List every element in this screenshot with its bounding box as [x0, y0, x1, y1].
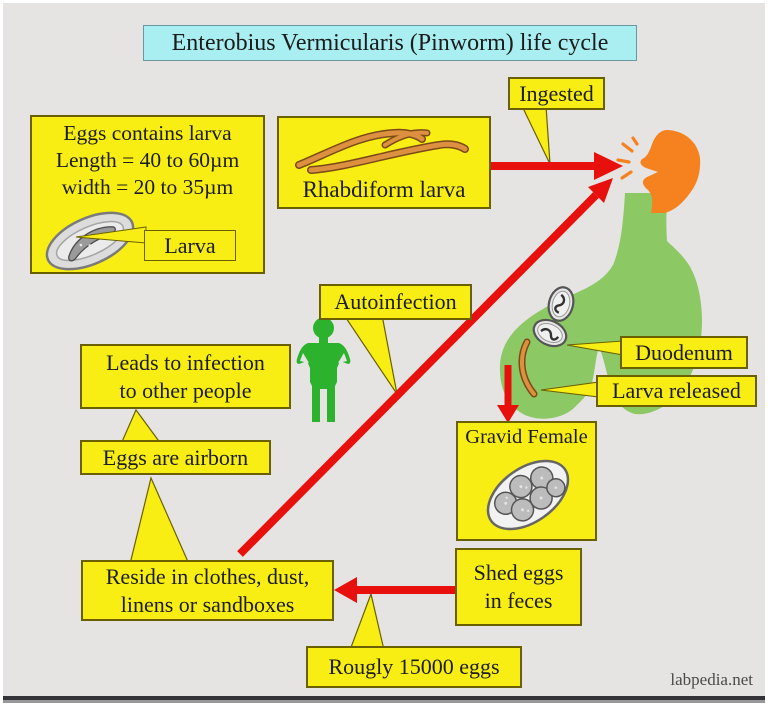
autoinfection-label: Autoinfection [319, 284, 472, 320]
diagram-title: Enterobius Vermicularis (Pinworm) life c… [143, 25, 637, 61]
leads-infection-box: Leads to infection to other people [80, 344, 291, 409]
diagram-title-text: Enterobius Vermicularis (Pinworm) life c… [171, 29, 609, 56]
callout-tail-ingested [521, 105, 551, 165]
arrow-shed-to-reside [334, 577, 455, 603]
larva-tag-text: Larva [164, 232, 216, 258]
leads-infection-line2: to other people [119, 377, 252, 403]
reside-line1: Reside in clothes, dust, [105, 563, 310, 589]
duodenum-egg-icon [532, 318, 568, 348]
callout-tail-autoinfection [342, 314, 398, 395]
roughly-eggs-text: Rougly 15000 eggs [328, 654, 500, 680]
callout-tail-roughly-eggs [349, 591, 385, 651]
egg-info-box: Eggs contains larva Length = 40 to 60µm … [30, 115, 265, 274]
watermark: labpedia.net [670, 670, 753, 690]
reside-line2: linens or sandboxes [120, 591, 295, 617]
egg-info-line2: Length = 40 to 60µm [55, 148, 240, 173]
duodenum-egg-icon [547, 286, 575, 322]
shed-eggs-line2: in feces [484, 588, 553, 613]
gravid-female-text: Gravid Female [465, 426, 588, 448]
footer-gray-line [3, 700, 765, 703]
head-coughing-icon [640, 130, 701, 213]
egg-info-line3: width = 20 to 35µm [61, 175, 234, 200]
arrow-to-gravid-female [497, 365, 519, 423]
arrow-ingested [491, 152, 623, 180]
larva-released-text: Larva released [612, 378, 741, 404]
larva-tag: Larva [144, 230, 236, 261]
callout-tail-reside [129, 476, 190, 565]
reside-box: Reside in clothes, dust, linens or sandb… [81, 560, 334, 621]
person-icon [296, 317, 351, 422]
rhabdiform-larva-box: Rhabdiform larva [277, 116, 491, 209]
ingested-text: Ingested [519, 80, 594, 106]
shed-eggs-box: Shed eggs in feces [455, 548, 582, 626]
gravid-female-egg-illustration [486, 459, 570, 531]
egg-info-line1: Eggs contains larva [63, 121, 232, 145]
ingested-label: Ingested [508, 77, 605, 110]
shed-eggs-line1: Shed eggs [473, 560, 564, 586]
watermark-text: labpedia.net [670, 670, 753, 689]
eggs-airborn-text: Eggs are airborn [102, 444, 249, 470]
duodenum-text: Duodenum [635, 339, 733, 365]
callout-tail-eggs-airborn [120, 408, 163, 445]
gravid-female-box: Gravid Female [456, 421, 597, 541]
eggs-airborn-box: Eggs are airborn [80, 440, 271, 475]
rhabdiform-larva-illustration [295, 128, 469, 174]
autoinfection-text: Autoinfection [334, 289, 457, 315]
roughly-eggs-box: Rougly 15000 eggs [306, 646, 522, 688]
cough-marks-icon [616, 136, 639, 180]
arrow-autoinfection [237, 178, 613, 557]
footer-dark-line [3, 696, 765, 700]
larva-released-label: Larva released [596, 375, 757, 407]
leads-infection-line1: Leads to infection [106, 349, 265, 375]
egg-with-larva-illustration [45, 211, 147, 271]
duodenum-label: Duodenum [620, 336, 748, 369]
released-larva-icon [518, 338, 538, 398]
rhabdiform-larva-text: Rhabdiform larva [302, 177, 466, 203]
